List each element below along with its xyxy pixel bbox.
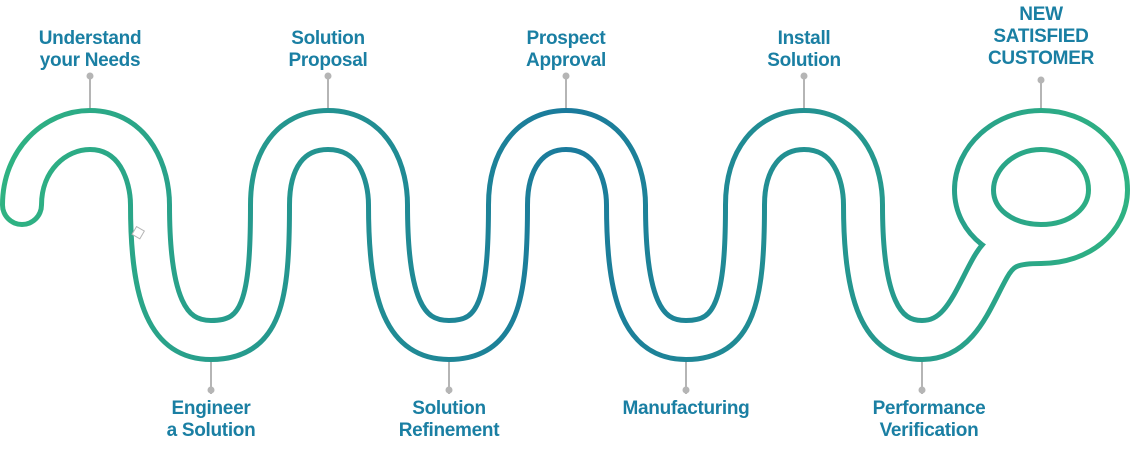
track-inner-core <box>5 113 1125 357</box>
track-marker <box>131 225 146 240</box>
serpentine-track <box>0 108 1130 362</box>
step-label-manufacturing: Manufacturing <box>622 398 750 419</box>
track-start-cap <box>27 194 39 205</box>
connector-dot-2 <box>207 386 215 394</box>
connector-dot-7 <box>800 72 808 80</box>
track-outer-edge <box>0 108 1130 362</box>
connector-dot-1 <box>86 72 94 80</box>
connector-dot-4 <box>445 386 453 394</box>
connector-dot-6 <box>682 386 690 394</box>
connector-dot-3 <box>324 72 332 80</box>
connector-dot-8 <box>918 386 926 394</box>
connector-dot-9 <box>1037 76 1045 84</box>
connectors <box>86 72 1045 394</box>
connector-dot-5 <box>562 72 570 80</box>
